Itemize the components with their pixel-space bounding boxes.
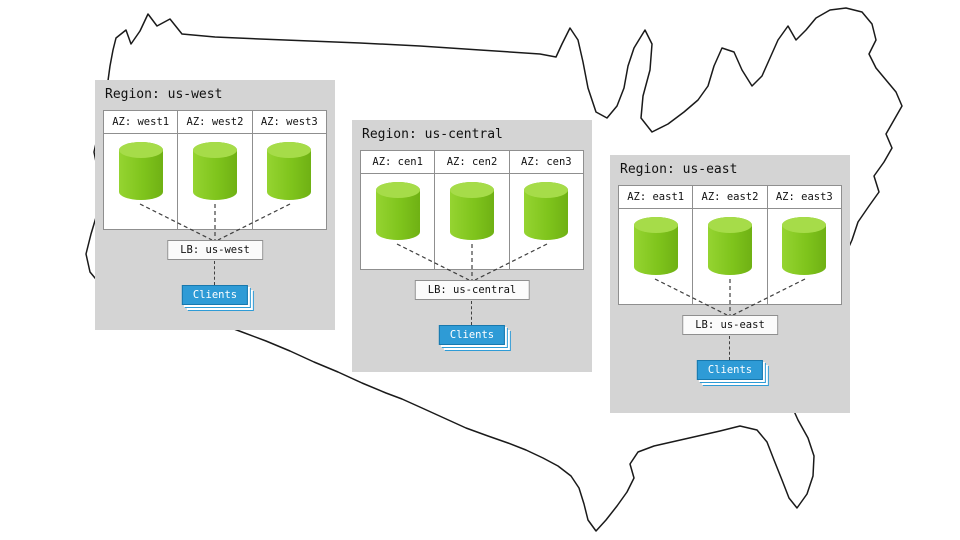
az-box: AZ: east1 AZ: east2 AZ: east3 xyxy=(618,185,842,305)
az-box: AZ: west1 AZ: west2 AZ: west3 xyxy=(103,110,327,230)
load-balancer-box: LB: us-east xyxy=(682,315,778,335)
az-label: AZ: east2 xyxy=(693,186,767,209)
az-column: AZ: west3 xyxy=(252,111,326,229)
database-cylinder-icon xyxy=(192,142,237,200)
az-label: AZ: west1 xyxy=(104,111,178,134)
clients-label: Clients xyxy=(449,329,495,341)
load-balancer-box: LB: us-central xyxy=(414,280,530,300)
load-balancer-box: LB: us-west xyxy=(167,240,263,260)
az-column: AZ: west1 xyxy=(104,111,179,229)
az-to-lb-connector-lines xyxy=(654,278,806,316)
database-cylinder-icon xyxy=(782,217,827,275)
database-cylinder-icon xyxy=(524,182,569,240)
az-to-lb-connector-lines xyxy=(139,203,291,241)
az-box: AZ: cen1 AZ: cen2 AZ: cen3 xyxy=(360,150,584,270)
region-us-central: Region: us-central AZ: cen1 AZ: cen2 AZ:… xyxy=(352,120,592,372)
database-cylinder-icon xyxy=(267,142,312,200)
az-column: AZ: west2 xyxy=(178,111,253,229)
region-title: Region: us-west xyxy=(105,87,223,102)
az-label: AZ: east1 xyxy=(619,186,693,209)
lb-to-clients-line xyxy=(729,336,730,360)
az-column: AZ: east2 xyxy=(693,186,768,304)
database-cylinder-icon xyxy=(707,217,752,275)
az-column: AZ: east1 xyxy=(619,186,694,304)
lb-to-clients-line xyxy=(471,301,472,325)
clients-label: Clients xyxy=(707,364,753,376)
database-cylinder-icon xyxy=(375,182,420,240)
region-title: Region: us-east xyxy=(620,162,738,177)
region-us-west: Region: us-west AZ: west1 AZ: west2 AZ: … xyxy=(95,80,335,330)
az-label: AZ: cen2 xyxy=(435,151,509,174)
clients-box: Clients xyxy=(438,325,506,345)
database-cylinder-icon xyxy=(118,142,163,200)
az-label: AZ: west2 xyxy=(178,111,252,134)
az-column: AZ: cen3 xyxy=(509,151,583,269)
az-label: AZ: east3 xyxy=(767,186,841,209)
az-to-lb-connector-lines xyxy=(396,243,548,281)
lb-label: LB: us-west xyxy=(180,244,250,256)
az-label: AZ: west3 xyxy=(252,111,326,134)
lb-label: LB: us-central xyxy=(427,284,517,296)
region-title: Region: us-central xyxy=(362,127,503,142)
lb-to-clients-line xyxy=(214,261,215,285)
database-cylinder-icon xyxy=(449,182,494,240)
region-us-east: Region: us-east AZ: east1 AZ: east2 AZ: … xyxy=(610,155,850,413)
az-label: AZ: cen1 xyxy=(361,151,435,174)
clients-label: Clients xyxy=(192,289,238,301)
clients-box: Clients xyxy=(181,285,249,305)
clients-box: Clients xyxy=(696,360,764,380)
az-label: AZ: cen3 xyxy=(509,151,583,174)
az-column: AZ: cen1 xyxy=(361,151,436,269)
lb-label: LB: us-east xyxy=(695,319,765,331)
az-column: AZ: east3 xyxy=(767,186,841,304)
az-column: AZ: cen2 xyxy=(435,151,510,269)
database-cylinder-icon xyxy=(633,217,678,275)
